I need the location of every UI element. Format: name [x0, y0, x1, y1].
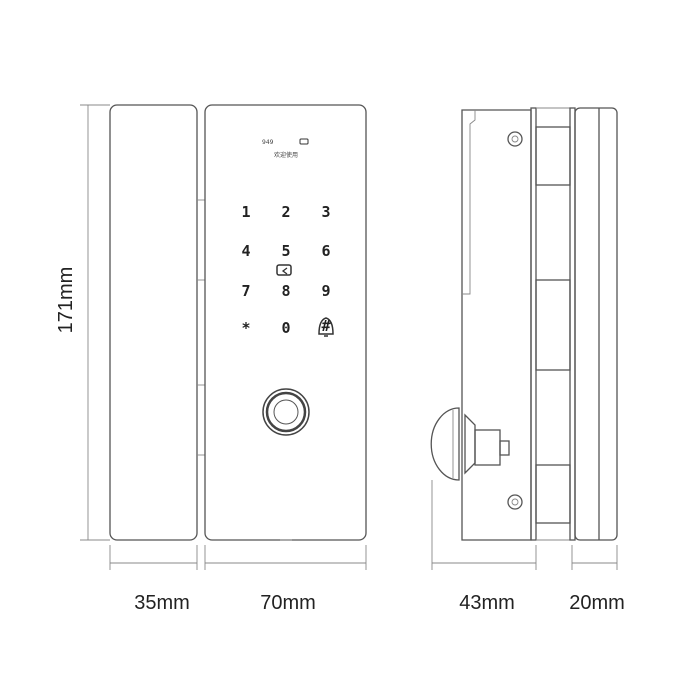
keypad: 1 2 3 4 5 6 7 8 9 * 0 # — [241, 203, 334, 337]
card-reader-icon — [276, 264, 292, 276]
depth-label: 43mm — [459, 592, 515, 614]
glass-clamp-label: 20mm — [569, 592, 625, 614]
key-6[interactable]: 6 — [321, 242, 330, 260]
handle-front-view — [109, 104, 205, 541]
key-9[interactable]: 9 — [321, 282, 330, 300]
fingerprint-sensor-icon — [262, 388, 310, 436]
battery-icon — [299, 138, 309, 145]
doorbell-icon — [318, 317, 334, 337]
panel-width-label: 70mm — [260, 592, 316, 614]
key-4[interactable]: 4 — [241, 242, 250, 260]
key-8[interactable]: 8 — [281, 282, 290, 300]
key-5[interactable]: 5 — [281, 242, 290, 260]
thumb-turn-knob — [430, 407, 510, 481]
display-code: 949 — [262, 139, 274, 146]
key-2[interactable]: 2 — [281, 203, 290, 221]
front-width-dimensions: 35mm 70mm — [109, 545, 367, 614]
height-dimension: 171mm — [55, 104, 110, 541]
side-view — [430, 107, 618, 541]
height-label: 171mm — [55, 267, 77, 334]
key-1[interactable]: 1 — [241, 203, 250, 221]
key-star[interactable]: * — [241, 319, 250, 337]
key-3[interactable]: 3 — [321, 203, 330, 221]
handle-width-label: 35mm — [134, 592, 190, 614]
front-panel: 949 欢迎使用 — [204, 104, 367, 541]
welcome-text: 欢迎使用 — [274, 151, 298, 159]
key-7[interactable]: 7 — [241, 282, 250, 300]
side-dimensions: 43mm 20mm — [431, 480, 625, 614]
key-0[interactable]: 0 — [281, 319, 290, 337]
doorbell-key[interactable]: # — [321, 317, 330, 335]
